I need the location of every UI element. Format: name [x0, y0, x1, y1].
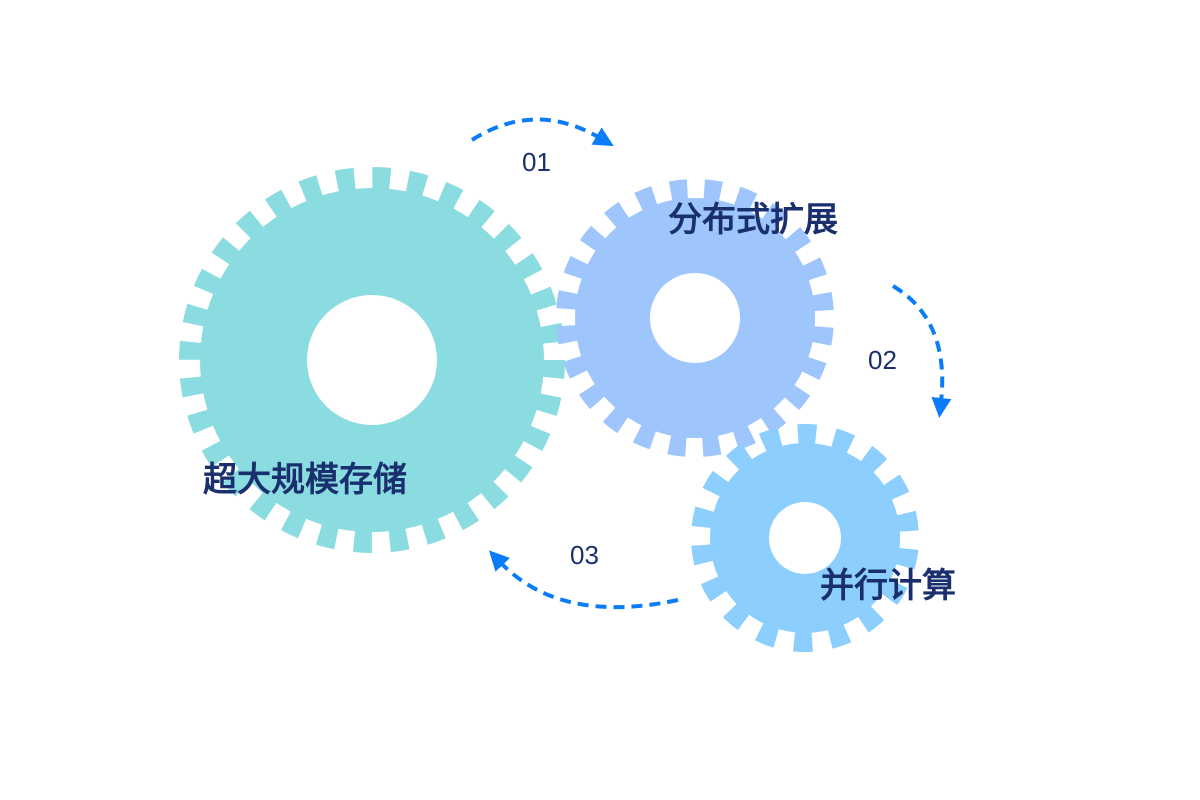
gear-storage — [179, 167, 565, 553]
gear-hole — [650, 273, 740, 363]
gear-parallel — [691, 424, 919, 652]
label-storage: 超大规模存储 — [203, 460, 407, 500]
step-01: 01 — [522, 147, 551, 177]
step-03: 03 — [570, 540, 599, 570]
gear-teeth — [556, 179, 834, 457]
arrow-01 — [470, 117, 614, 147]
step-02: 02 — [868, 345, 897, 375]
label-distributed: 分布式扩展 — [668, 200, 838, 240]
arrow-03 — [488, 550, 679, 610]
gear-hole — [307, 295, 437, 425]
label-parallel: 并行计算 — [820, 566, 956, 606]
arrow-02 — [891, 284, 952, 418]
gear-teeth — [179, 167, 565, 553]
gear-distributed — [556, 179, 834, 457]
gear-hole — [769, 502, 841, 574]
gear-teeth — [691, 424, 919, 652]
